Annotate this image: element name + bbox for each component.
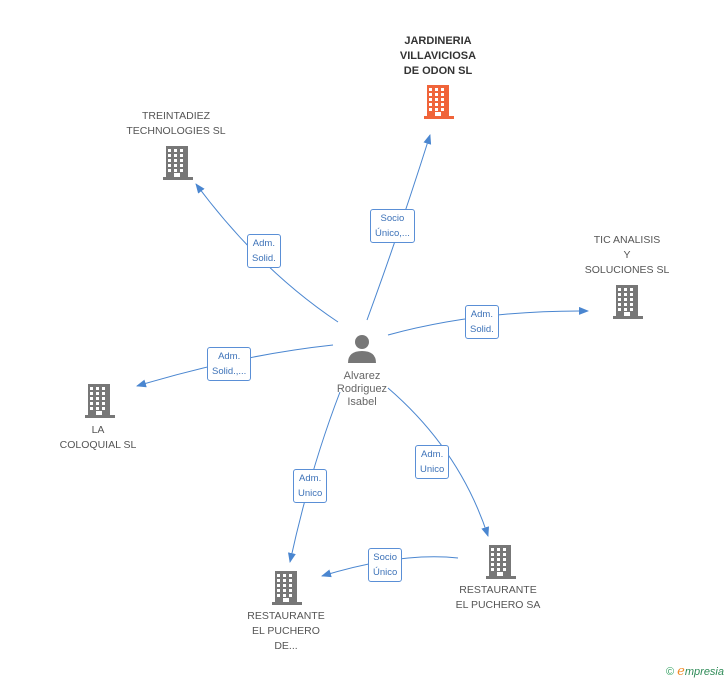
building-icon[interactable] bbox=[424, 84, 454, 125]
relation-label-puchero-de[interactable]: Adm. Unico bbox=[293, 469, 328, 503]
brand-name: mpresia bbox=[684, 666, 724, 678]
company-label-treintadiez[interactable]: TREINTADIEZ TECHNOLOGIES SL bbox=[126, 110, 226, 137]
relation-label-jardineria[interactable]: Socio Único,... bbox=[370, 209, 415, 243]
relation-label-coloquial[interactable]: Adm. Solid.,... bbox=[207, 347, 252, 381]
relation-label-treintadiez[interactable]: Adm. Solid. bbox=[247, 234, 281, 268]
person-icon[interactable] bbox=[347, 333, 377, 368]
relation-label-puchero-sa[interactable]: Adm. Unico bbox=[415, 445, 450, 479]
company-label-puchero-de[interactable]: RESTAURANTE EL PUCHERO DE... bbox=[247, 610, 325, 652]
relation-label-puchero-sa-to-de[interactable]: Socio Único bbox=[368, 548, 403, 582]
person-name[interactable]: Alvarez Rodriguez Isabel bbox=[336, 370, 388, 408]
building-icon[interactable] bbox=[486, 544, 516, 585]
building-icon[interactable] bbox=[163, 145, 193, 186]
relation-label-tic[interactable]: Adm. Solid. bbox=[465, 305, 499, 339]
company-label-coloquial[interactable]: LA COLOQUIAL SL bbox=[59, 424, 137, 451]
building-icon[interactable] bbox=[272, 570, 302, 611]
brand-initial: e bbox=[677, 664, 685, 679]
copyright-icon: © bbox=[666, 666, 675, 678]
brand-footer: © empresia bbox=[666, 664, 724, 679]
company-label-puchero-sa[interactable]: RESTAURANTE EL PUCHERO SA bbox=[455, 584, 541, 611]
company-label-tic[interactable]: TIC ANALISIS Y SOLUCIONES SL bbox=[584, 234, 670, 276]
building-icon[interactable] bbox=[613, 284, 643, 325]
building-icon[interactable] bbox=[85, 383, 115, 424]
company-label-jardineria[interactable]: JARDINERIA VILLAVICIOSA DE ODON SL bbox=[399, 35, 477, 77]
